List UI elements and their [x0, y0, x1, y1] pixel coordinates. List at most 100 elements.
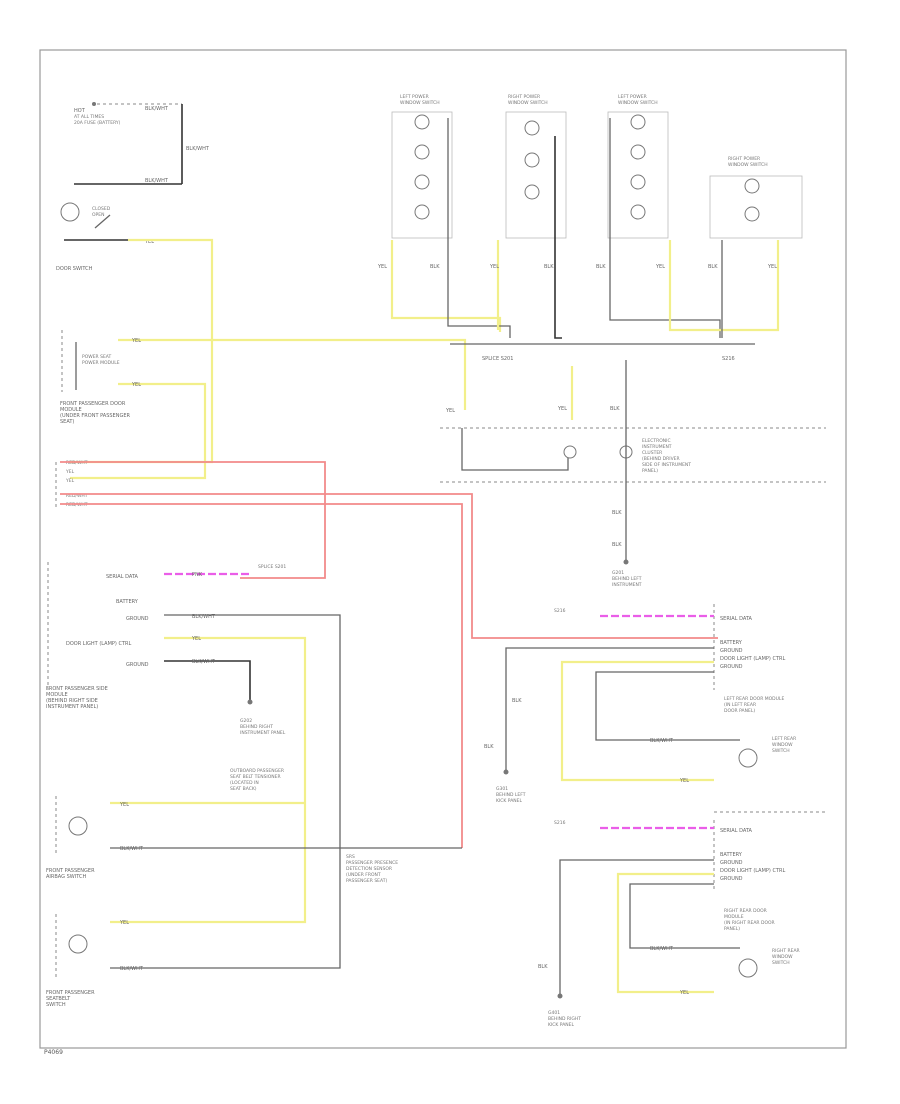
right-rear-door-module: S216 SERIAL DATA BATTERY GROUND DOOR LIG… [554, 811, 826, 932]
red-wire-2 [60, 493, 718, 639]
lamp-icon [414, 114, 430, 130]
sensor-module-group: POWER SEAT POWER MODULE FRONT PASSENGER … [60, 330, 130, 425]
wire-color-label: YEL [191, 636, 201, 642]
ground-label: G202 [240, 718, 252, 724]
lamp-icon [630, 204, 646, 220]
lamp-icon [630, 174, 646, 190]
wire-color-label: YEL [679, 778, 689, 784]
switch-label: LEFT REAR [772, 736, 796, 742]
seatbelt-label: FRONT PASSENGER [46, 990, 95, 996]
window-switch-3 [607, 111, 669, 239]
door-sw-sub-1: OPEN [92, 212, 104, 218]
module-label-3: SEAT) [60, 419, 74, 425]
ground-label: INSTRUMENT [612, 582, 642, 588]
red-wire-1 [60, 461, 326, 579]
switch-label: WINDOW [772, 954, 793, 960]
yellow-wire-sensor-2 [70, 382, 207, 480]
switch-label: RIGHT REAR [772, 948, 800, 954]
gray-sw1 [447, 118, 511, 338]
wire-color-label: YEL [144, 239, 154, 245]
signal-label: GROUND [126, 616, 149, 622]
srs-label: PASSENGER PRESENCE [346, 860, 398, 866]
front-passenger-airbag-switch: FRONT PASSENGER AIRBAG SWITCH YEL BLK/WH… [46, 796, 462, 880]
lamp-icon [744, 206, 760, 222]
door-switch-icon [60, 202, 80, 222]
signal-label: SERIAL DATA [106, 574, 139, 580]
ground-label: BEHIND RIGHT [548, 1016, 581, 1022]
srs-label: SRS [346, 854, 355, 860]
wire-color-label: YEL [377, 264, 387, 270]
lamp-icon [414, 144, 430, 160]
switch-title: WINDOW SWITCH [400, 100, 440, 106]
instrument-cluster-group: ELECTRONIC INSTRUMENT CLUSTER (BEHIND DR… [440, 427, 826, 483]
wire-color-label: BLK [596, 264, 606, 270]
wire-color-label: BLK [708, 264, 718, 270]
splice-label: S216 [722, 356, 735, 362]
splice-text: S216 [554, 820, 566, 826]
belt-label: OUTBOARD PASSENGER [230, 768, 284, 774]
ground-icon [623, 559, 629, 565]
switch-blade [94, 214, 111, 229]
wire-color-label: BLK/WHT [650, 738, 674, 744]
cluster-label: ELECTRONIC [642, 438, 671, 444]
srs-label: DETECTION SENSOR [346, 866, 392, 872]
wire-color-label: BLK/WHT [145, 178, 169, 184]
wire-color-label: YEL [119, 920, 129, 926]
window-switch-2 [505, 111, 567, 239]
switch-title: WINDOW SWITCH [618, 100, 658, 106]
signal-label: DOOR LIGHT (LAMP) CTRL [66, 641, 131, 647]
footer-code: P4069 [44, 1049, 63, 1056]
window-switch-bank: LEFT POWER WINDOW SWITCH RIGHT POWER WIN… [391, 94, 803, 239]
ground-wire-left [164, 660, 251, 700]
wire-color-label: BLK/WHT [650, 946, 674, 952]
window-switch-1 [391, 111, 453, 239]
lamp-icon [414, 204, 430, 220]
belt-label: (LOCATED IN [230, 780, 259, 786]
driver-seat-module: S216 SERIAL DATA BATTERY GROUND DOOR LIG… [554, 604, 785, 714]
hot-fuse-label-1: AT ALL TIMES [74, 114, 104, 120]
cluster-inner [461, 428, 569, 471]
cluster-label: (BEHIND DRIVER [642, 456, 680, 462]
lamp-icon [524, 120, 540, 136]
wire-color-label: YEL [489, 264, 499, 270]
module-label-0: FRONT PASSENGER DOOR [60, 401, 126, 407]
signal-label: GROUND [720, 664, 743, 670]
connector-pin-label: RED/WHT [66, 460, 88, 466]
lamp-icon [630, 114, 646, 130]
right-rear-switch-icon [738, 958, 758, 978]
module-label-1: MODULE [60, 407, 82, 413]
gray-sw3 [609, 118, 721, 338]
ground-label: KICK PANEL [548, 1022, 575, 1028]
signal-label: BATTERY [720, 640, 743, 646]
indicator-lamp-icon [563, 445, 577, 459]
wire-color-label: YEL [131, 338, 141, 344]
dark-sw2 [554, 136, 562, 339]
wire-color-label: BLK [430, 264, 440, 270]
ground-label: BEHIND LEFT [496, 792, 526, 798]
yellow-wire-right [560, 660, 714, 782]
fuse-terminal [92, 102, 96, 106]
ground-icon [503, 769, 509, 775]
ground-label: BEHIND RIGHT [240, 724, 273, 730]
wire-color-label: BLK/WHT [192, 659, 216, 665]
wire-color-label: YEL [679, 990, 689, 996]
ground-label: BEHIND LEFT [612, 576, 642, 582]
door-switch-label: DOOR SWITCH [56, 266, 93, 272]
signal-label: SERIAL DATA [720, 616, 753, 622]
module-label: (IN LEFT REAR [724, 702, 756, 708]
seatbelt-label: SWITCH [46, 1002, 66, 1008]
seatbelt-label: SEATBELT [46, 996, 71, 1002]
module-text: POWER SEAT [82, 354, 112, 360]
wire-color-label: BLK/WHT [120, 966, 144, 972]
hot-fuse-label-2: 20A FUSE (BATTERY) [74, 120, 121, 126]
yellow-wire-low [616, 872, 714, 994]
wire-color-label: BLK [484, 744, 494, 750]
window-switch-4 [709, 175, 803, 239]
module-label: DOOR PANEL) [724, 708, 755, 714]
switch-label: SWITCH [772, 748, 790, 754]
module-label: (IN RIGHT REAR DOOR [724, 920, 775, 926]
lamp-icon [414, 174, 430, 190]
cluster-label: CLUSTER [642, 450, 662, 456]
